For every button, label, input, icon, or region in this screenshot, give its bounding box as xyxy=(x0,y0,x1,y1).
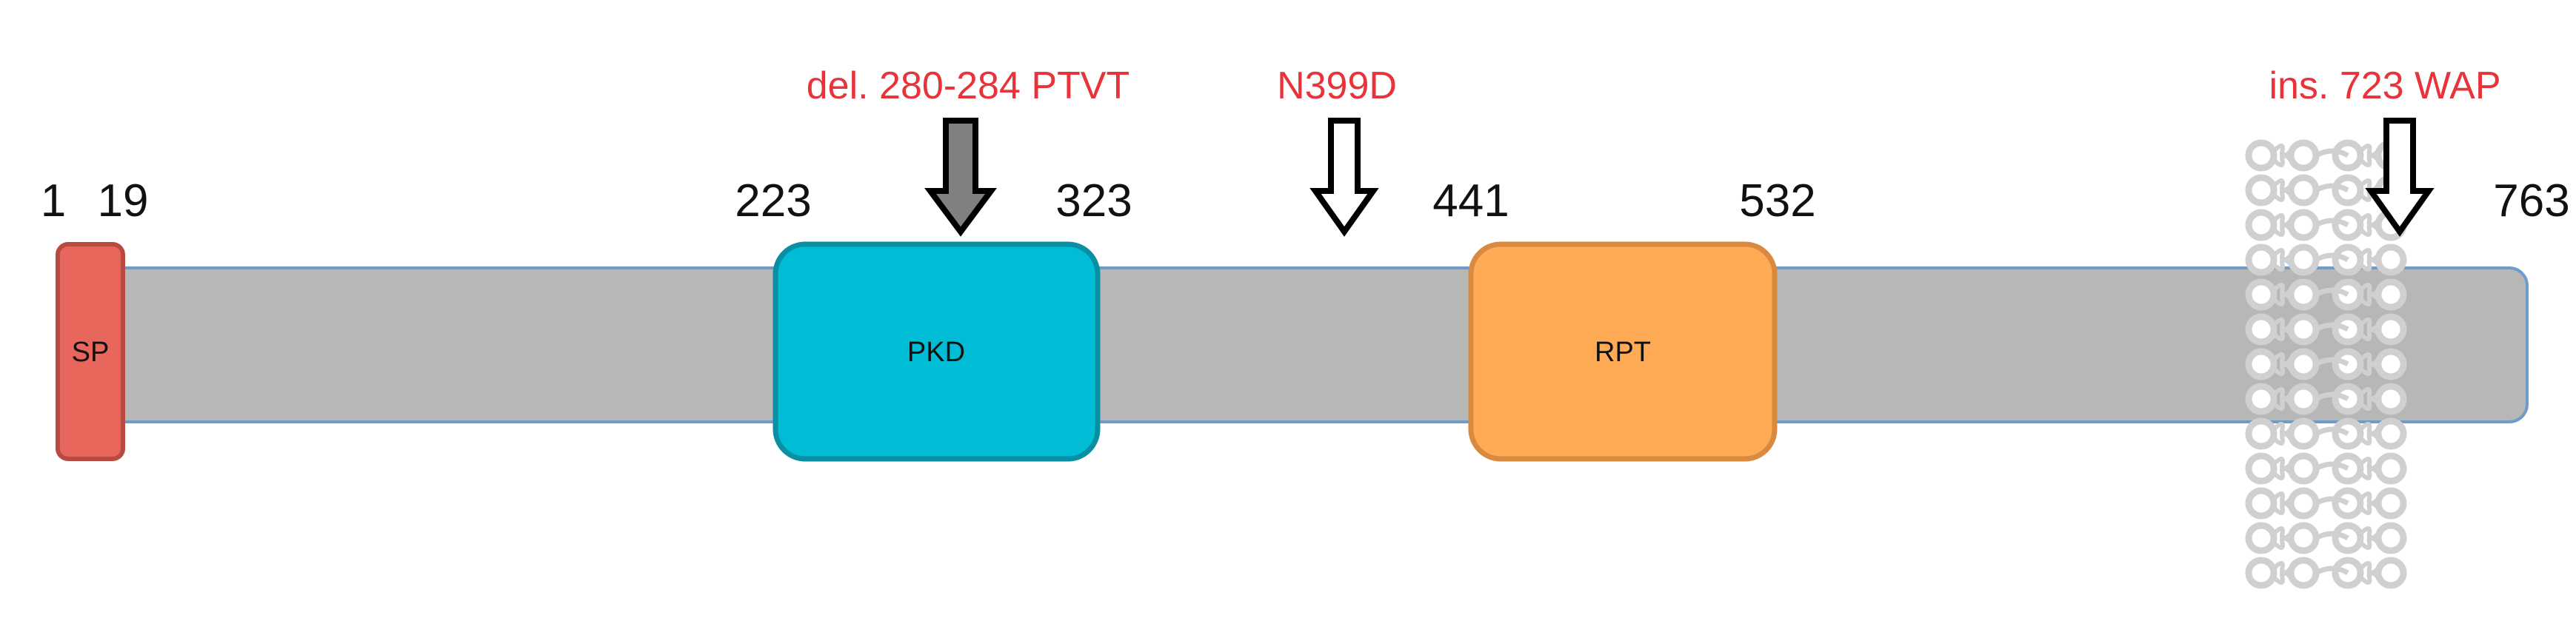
domain-rpt: RPT xyxy=(1468,241,1778,462)
down-arrow-icon xyxy=(924,118,997,237)
position-label-19: 19 xyxy=(98,175,149,226)
domain-sp-label: SP xyxy=(72,337,110,368)
domain-sp: SP xyxy=(56,242,125,461)
mutation-arrow-n399d xyxy=(1309,118,1379,237)
lipid-bilayer-icon xyxy=(2245,139,2407,589)
mutation-label-n399d: N399D xyxy=(1277,64,1397,107)
position-label-1: 1 xyxy=(41,175,66,226)
position-label-532: 532 xyxy=(1739,175,1815,226)
mutation-arrow-ins-723 xyxy=(2365,118,2435,237)
position-label-763: 763 xyxy=(2493,175,2569,226)
domain-sp-box xyxy=(56,242,125,461)
domain-rpt-label: RPT xyxy=(1595,337,1651,368)
down-arrow-icon xyxy=(2365,118,2435,237)
domain-pkd-box xyxy=(773,241,1101,462)
domain-rpt-box xyxy=(1468,241,1778,462)
position-label-223: 223 xyxy=(735,175,811,226)
position-label-441: 441 xyxy=(1432,175,1509,226)
mutation-arrow-del-280-284 xyxy=(924,118,997,237)
mutation-label-del-280-284: del. 280-284 PTVT xyxy=(807,64,1129,107)
domain-pkd: PKD xyxy=(773,241,1101,462)
domain-pkd-label: PKD xyxy=(907,337,965,368)
down-arrow-icon xyxy=(1309,118,1379,237)
protein-backbone xyxy=(87,266,2529,423)
position-label-323: 323 xyxy=(1055,175,1132,226)
mutation-label-ins-723: ins. 723 WAP xyxy=(2269,64,2500,107)
